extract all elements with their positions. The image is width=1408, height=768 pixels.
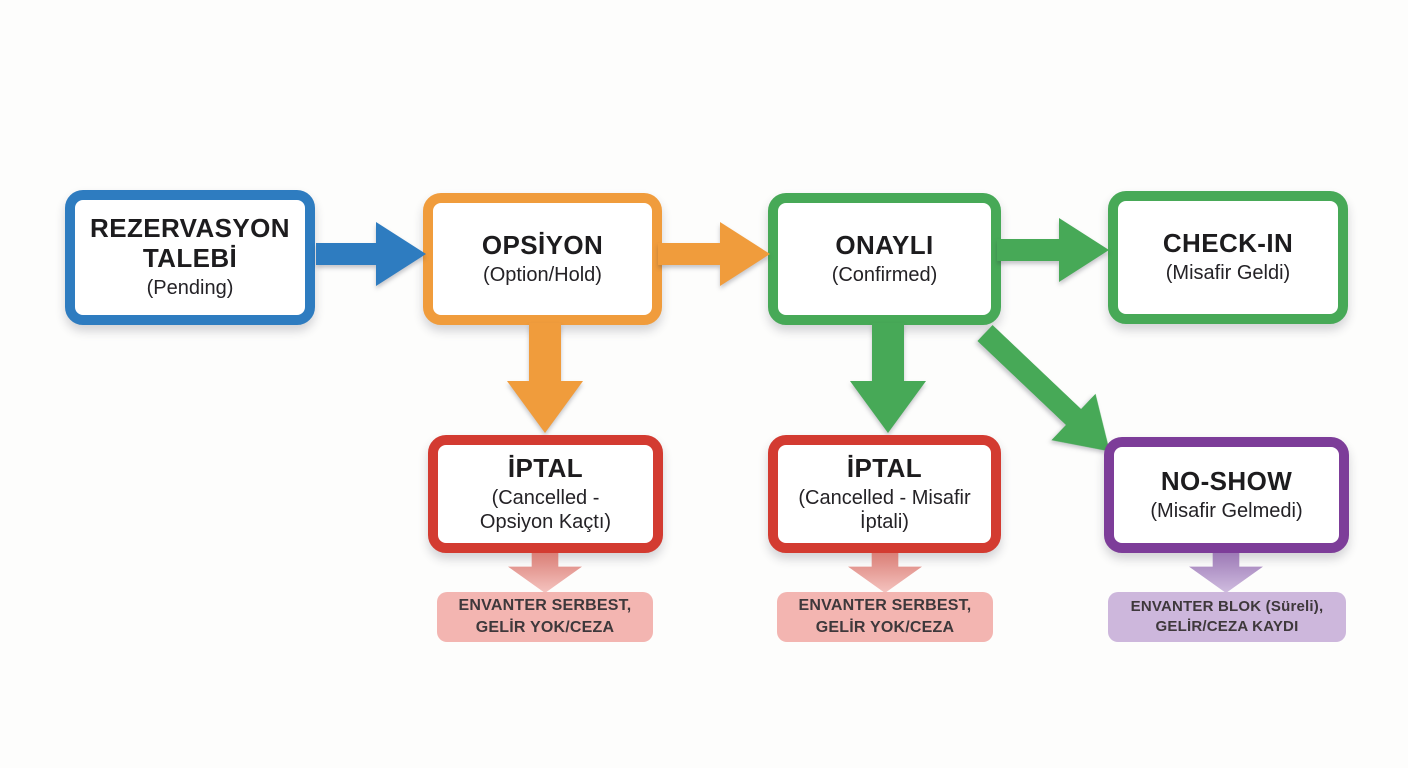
arrow-shaft: [977, 325, 1083, 427]
outcome-line: ENVANTER SERBEST,: [458, 597, 632, 615]
arrow-head: [1059, 218, 1109, 282]
arrow-option-to-cancel-icon: [497, 323, 593, 433]
node-no-show: NO-SHOW (Misafir Gelmedi): [1104, 437, 1349, 553]
node-subtitle: (Confirmed): [831, 263, 938, 286]
node-title: NO-SHOW: [1160, 465, 1293, 496]
node-subtitle: (Misafir Geldi): [1165, 262, 1291, 285]
outcome-line: GELİR/CEZA KAYDI: [1155, 618, 1299, 635]
arrow-cancel-guest-outcome-icon: [848, 553, 922, 593]
arrow-noshow-outcome-icon: [1189, 553, 1263, 593]
node-opsiyon: OPSİYON (Option/Hold): [423, 193, 662, 325]
outcome-cancel-guest: ENVANTER SERBEST, GELİR YOK/CEZA: [777, 592, 993, 642]
arrow-shaft: [529, 323, 561, 381]
arrow-pending-to-option-icon: [316, 222, 426, 286]
arrow-shaft: [658, 243, 722, 265]
arrow-confirmed-to-cancel-icon: [840, 323, 936, 433]
arrow-shaft: [997, 239, 1061, 261]
arrow-cancel-option-outcome-icon: [508, 553, 582, 593]
node-title: ONAYLI: [835, 229, 934, 260]
arrow-head: [720, 222, 770, 286]
outcome-line: ENVANTER SERBEST,: [798, 597, 972, 615]
node-rezervasyon-talebi: REZERVASYON TALEBİ (Pending): [65, 190, 315, 325]
arrow-option-to-confirmed-icon: [658, 222, 770, 286]
arrow-shaft: [872, 323, 904, 381]
node-check-in: CHECK-IN (Misafir Geldi): [1108, 191, 1348, 324]
node-title: OPSİYON: [481, 229, 604, 260]
arrow-head: [850, 381, 926, 433]
node-subtitle: (Pending): [146, 277, 234, 300]
arrow-head: [507, 381, 583, 433]
node-title: İPTAL: [507, 452, 584, 483]
outcome-line: GELİR YOK/CEZA: [815, 619, 955, 636]
node-iptal-opsiyon: İPTAL (Cancelled - Opsiyon Kaçtı): [428, 435, 663, 553]
node-subtitle: (Misafir Gelmedi): [1150, 499, 1303, 522]
node-subtitle: (Option/Hold): [483, 263, 602, 286]
node-title: İPTAL: [846, 452, 923, 483]
node-subtitle: (Cancelled - Opsiyon Kaçtı): [479, 486, 612, 533]
node-title: CHECK-IN: [1162, 228, 1294, 259]
outcome-cancel-option: ENVANTER SERBEST, GELİR YOK/CEZA: [437, 592, 653, 642]
node-iptal-misafir: İPTAL (Cancelled - Misafir İptali): [768, 435, 1001, 553]
arrow-confirmed-to-checkin-icon: [997, 218, 1109, 282]
node-onayli: ONAYLI (Confirmed): [768, 193, 1001, 325]
arrow-shaft: [316, 243, 378, 265]
node-title: REZERVASYON TALEBİ: [90, 213, 290, 274]
node-subtitle: (Cancelled - Misafir İptali): [798, 486, 971, 533]
outcome-line: GELİR YOK/CEZA: [475, 619, 615, 636]
outcome-line: ENVANTER BLOK (Süreli),: [1130, 597, 1324, 615]
outcome-noshow: ENVANTER BLOK (Süreli), GELİR/CEZA KAYDI: [1108, 592, 1346, 642]
arrow-head: [376, 222, 426, 286]
